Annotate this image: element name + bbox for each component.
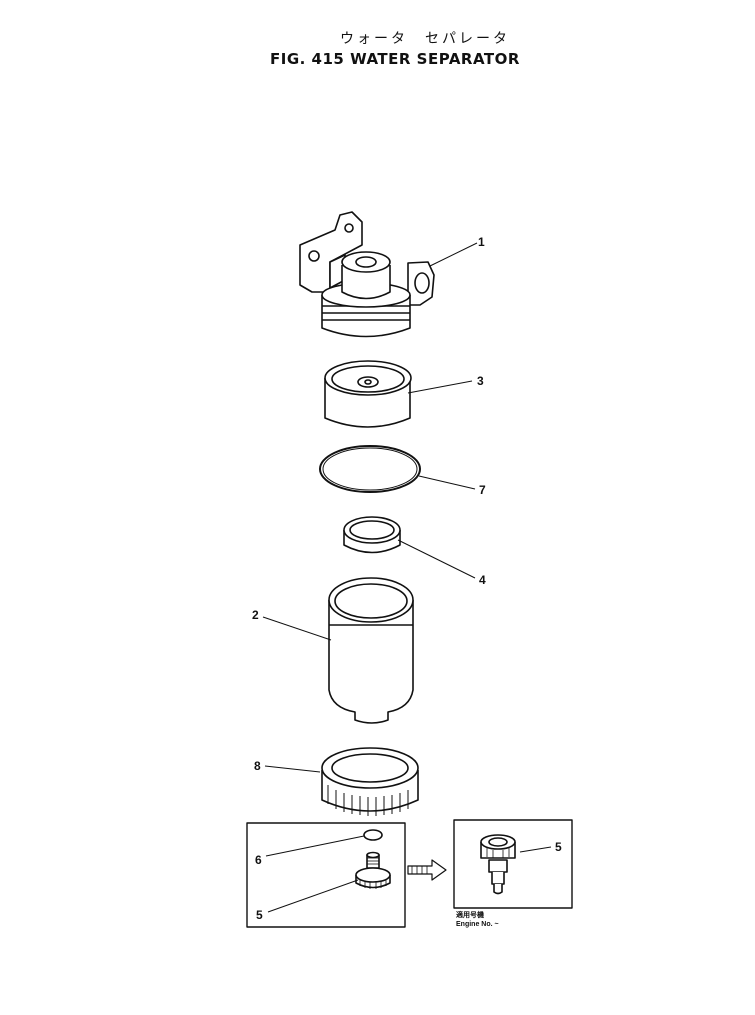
callout-3: 3 bbox=[477, 374, 484, 388]
callout-8: 8 bbox=[254, 759, 261, 773]
callout-2: 2 bbox=[252, 608, 259, 622]
inset-note-japanese: 適用号機 bbox=[456, 910, 484, 919]
callout-5-left: 5 bbox=[256, 908, 263, 922]
detail-inset-box bbox=[246, 822, 406, 928]
callout-5-right: 5 bbox=[555, 840, 562, 854]
figure-title: FIG. 415 WATER SEPARATOR bbox=[270, 50, 520, 68]
alternate-drain-plug-part bbox=[480, 834, 516, 895]
leader-lines bbox=[262, 242, 552, 913]
figure-title-japanese: ウォータ セパレータ bbox=[340, 31, 510, 47]
callout-7: 7 bbox=[479, 483, 486, 497]
bowl-part bbox=[328, 577, 414, 724]
separator-head-part bbox=[299, 211, 435, 338]
o-ring-part bbox=[363, 829, 383, 841]
callout-1: 1 bbox=[478, 235, 485, 249]
callout-4: 4 bbox=[479, 573, 486, 587]
cup-part bbox=[324, 360, 412, 428]
drain-plug-part bbox=[355, 851, 391, 889]
arrow-hatching bbox=[411, 866, 428, 874]
ring-part bbox=[343, 516, 401, 554]
inset-note-engine-no: Engine No. ~ bbox=[456, 921, 499, 928]
callout-6: 6 bbox=[255, 853, 262, 867]
retaining-ring-nut-part bbox=[321, 747, 419, 816]
gasket-part bbox=[319, 445, 421, 493]
alternate-part-inset-box bbox=[453, 819, 573, 909]
